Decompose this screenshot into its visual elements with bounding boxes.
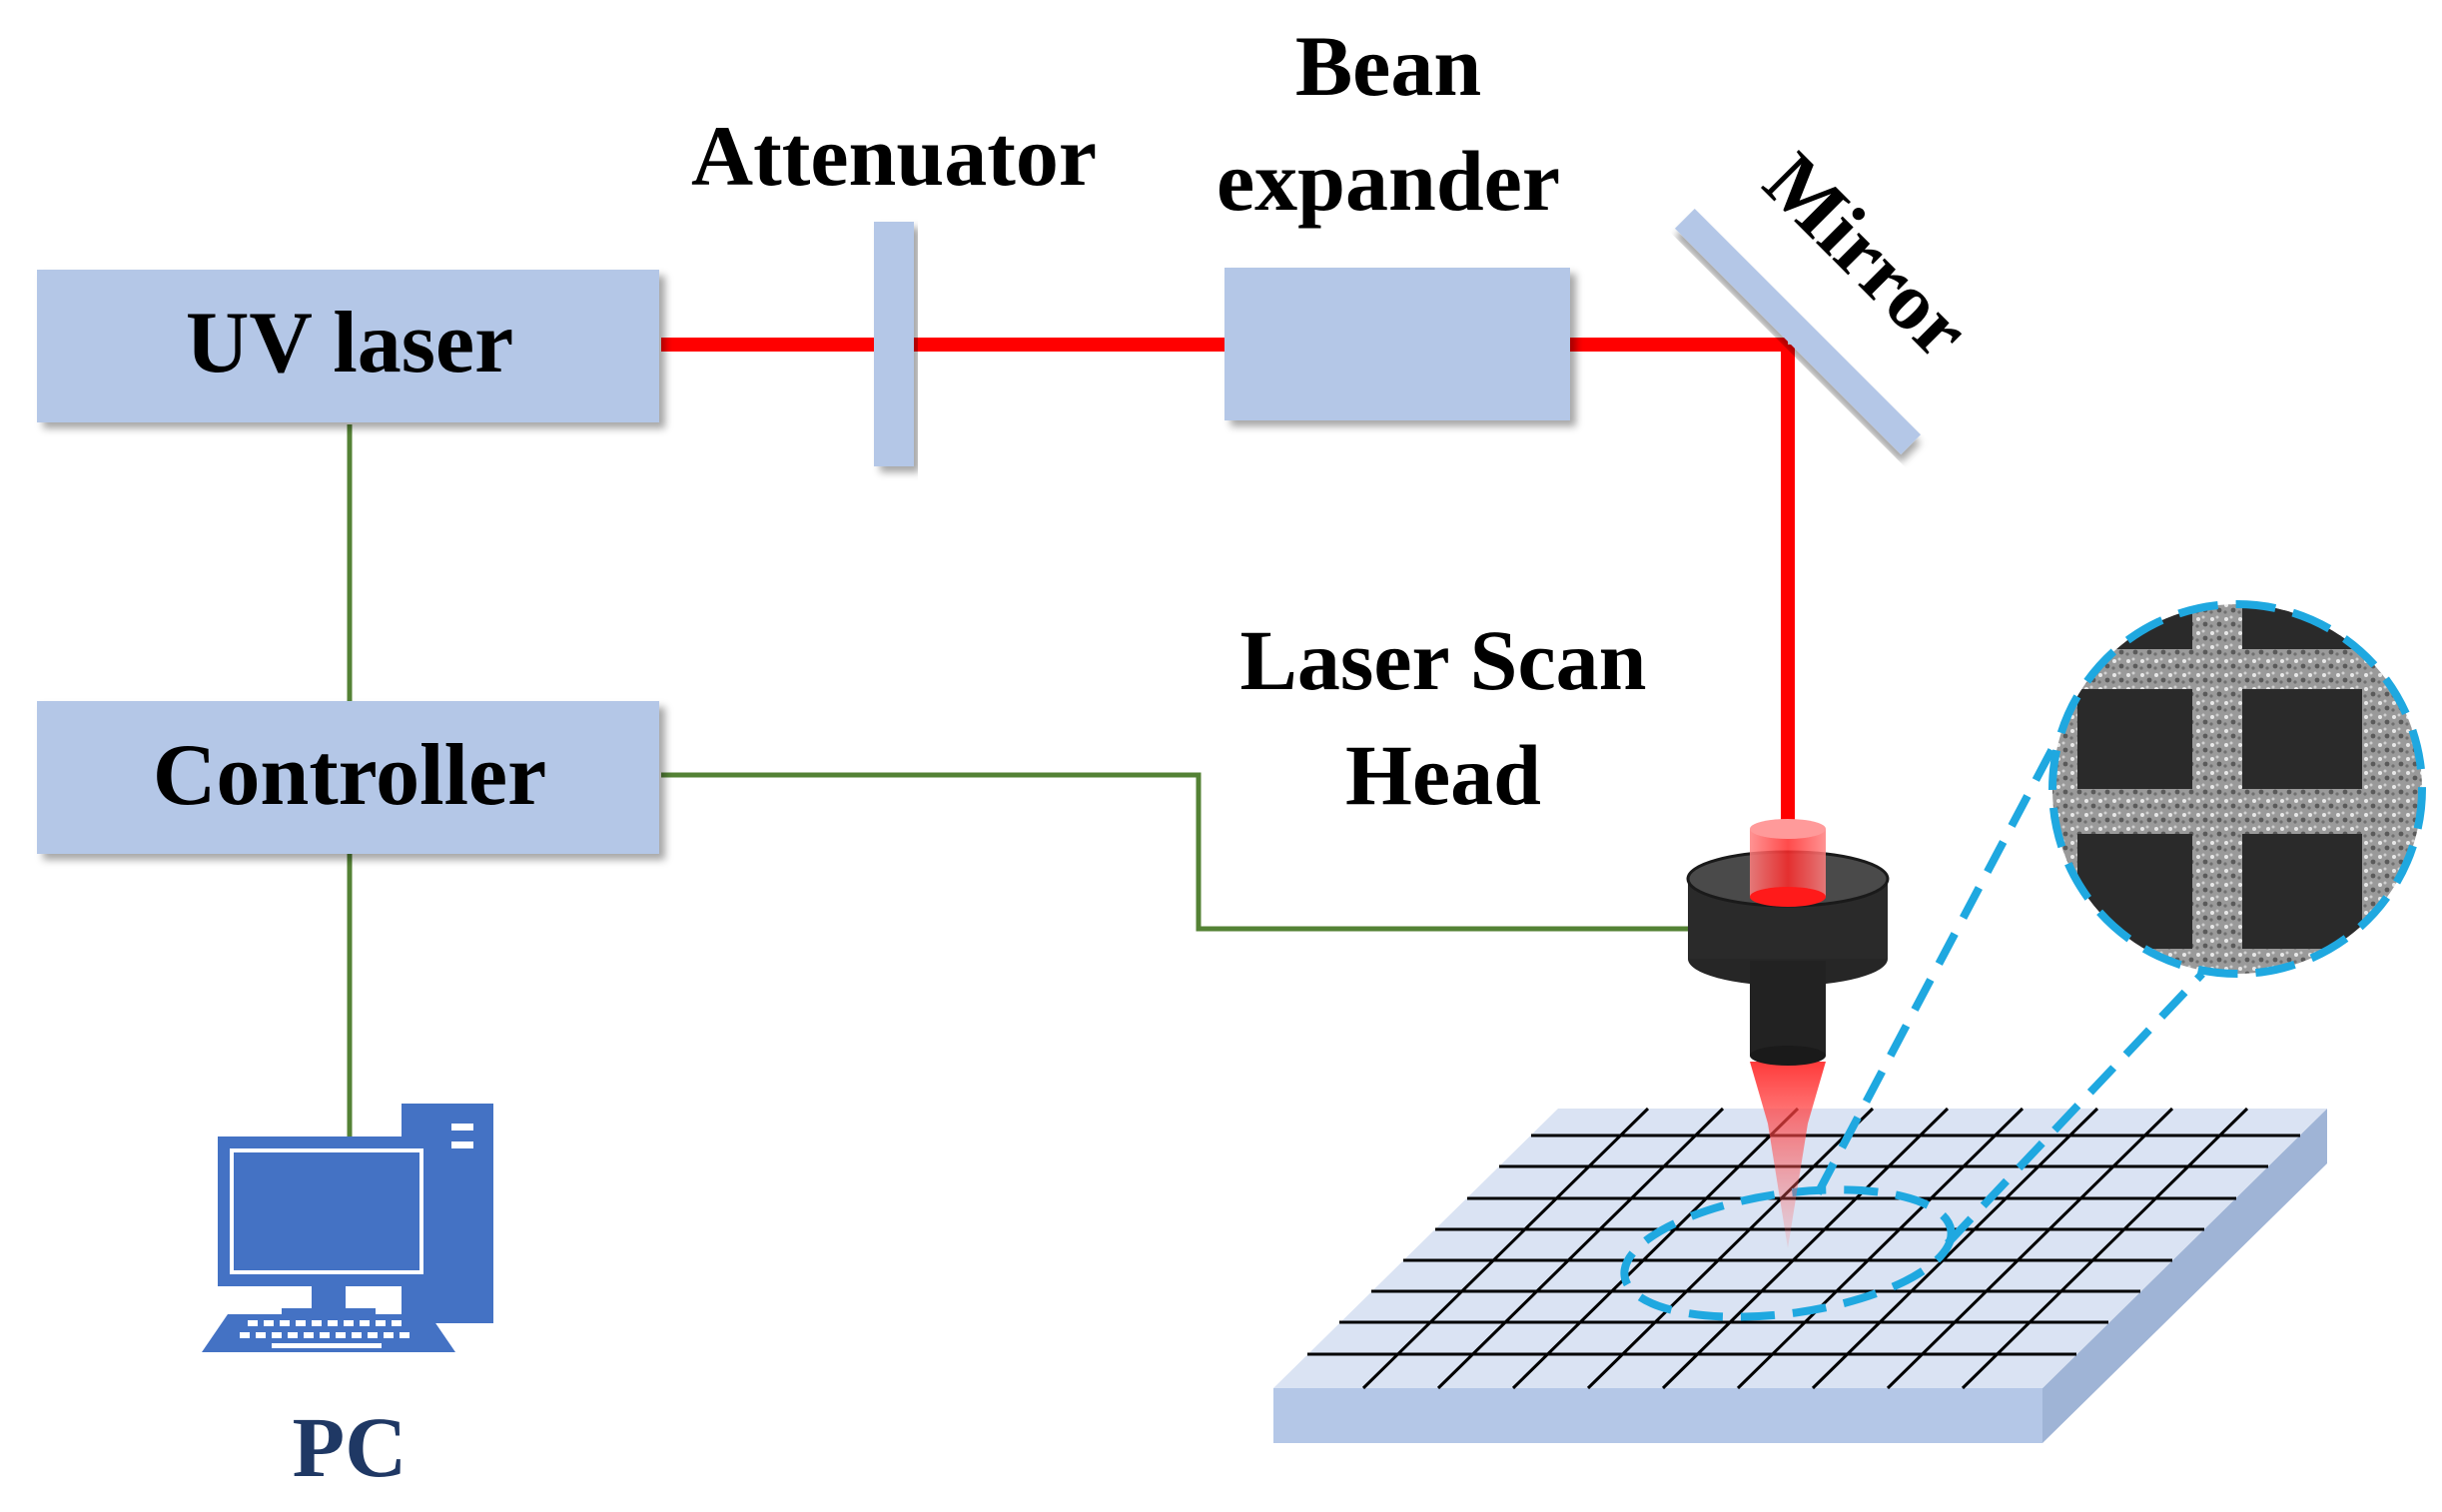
controller-box: Controller <box>37 701 659 854</box>
sem-inset <box>2048 600 2426 978</box>
uv-laser-box: UV laser <box>37 270 659 422</box>
scan-head-label-line2: Head <box>1345 727 1541 823</box>
attenuator-label: Attenuator <box>691 108 1097 204</box>
mirror: Mirror <box>1674 135 1988 455</box>
beam-expander-label-line2: expander <box>1217 133 1560 229</box>
uv-laser-label: UV laser <box>186 295 513 391</box>
pc-label: PC <box>293 1399 407 1495</box>
substrate-grid <box>1307 1107 2300 1390</box>
scan-head <box>1686 819 1890 1248</box>
desktop-computer-icon <box>202 1104 493 1352</box>
substrate <box>1273 1107 2327 1443</box>
zoom-callout <box>1620 737 2205 1321</box>
attenuator: Attenuator <box>691 108 1097 466</box>
beam-expander-label-line1: Bean <box>1295 18 1481 114</box>
controller-label: Controller <box>153 727 546 824</box>
scan-head-label-line1: Laser Scan <box>1240 612 1647 708</box>
beam-expander: Bean expander <box>1217 18 1570 420</box>
signal-wires <box>347 424 1688 1136</box>
